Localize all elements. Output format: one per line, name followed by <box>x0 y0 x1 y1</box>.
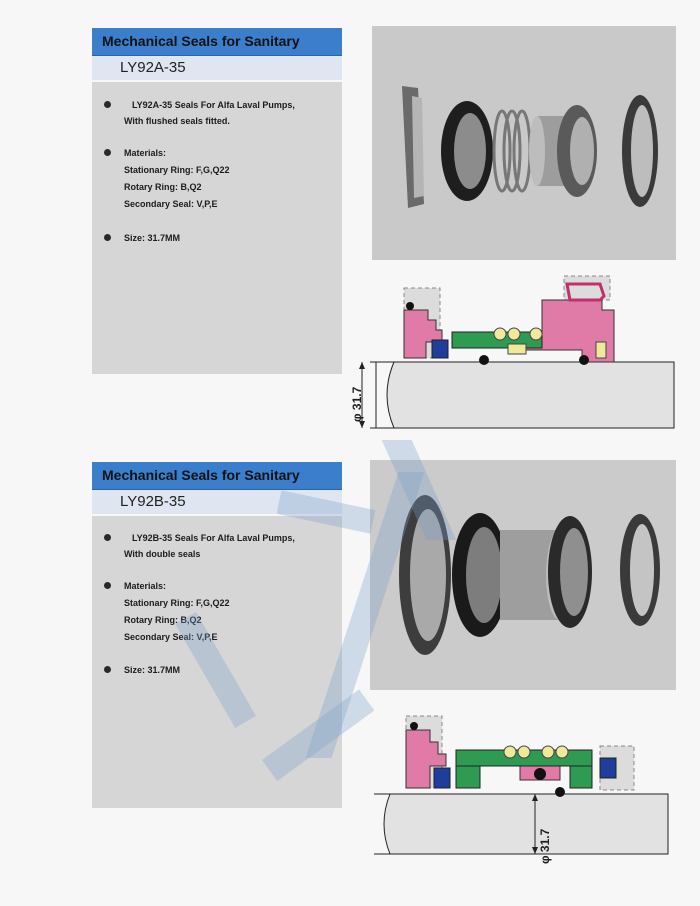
bullet-icon <box>104 234 111 241</box>
bullet-icon <box>104 666 111 673</box>
section-a-rotary: Rotary Ring: B,Q2 <box>124 182 202 192</box>
seal-cross-section-a <box>352 270 680 442</box>
bullet-icon <box>104 534 111 541</box>
section-a-panel: LY92A-35 Seals For Alfa Laval Pumps, Wit… <box>92 82 342 374</box>
section-a-diagram: φ 31.7 <box>350 270 680 442</box>
section-a-dimension: φ 31.7 <box>350 386 364 422</box>
section-b-desc-2: With double seals <box>124 549 201 559</box>
seal-parts-photo-b <box>370 460 676 690</box>
bullet-icon <box>104 582 111 589</box>
bullet-icon <box>104 149 111 156</box>
section-a-size: Size: 31.7MM <box>104 230 180 247</box>
bullet-icon <box>104 101 111 108</box>
section-a-model: LY92A-35 <box>92 56 342 80</box>
section-b-size: Size: 31.7MM <box>104 662 180 679</box>
section-b-dimension: φ 31.7 <box>538 828 552 864</box>
section-b-rotary: Rotary Ring: B,Q2 <box>124 615 202 625</box>
section-b-model: LY92B-35 <box>92 490 342 514</box>
section-b-panel: LY92B-35 Seals For Alfa Laval Pumps, Wit… <box>92 516 342 808</box>
seal-parts-photo-a <box>372 26 676 260</box>
section-a-desc-2: With flushed seals fitted. <box>124 116 230 126</box>
section-a-stationary: Stationary Ring: F,G,Q22 <box>124 165 230 175</box>
section-b-photo <box>370 460 676 690</box>
section-a-header: Mechanical Seals for Sanitary Pumps <box>92 28 342 75</box>
section-b-diagram: φ 31.7 <box>360 706 680 886</box>
section-b-secondary: Secondary Seal: V,P,E <box>124 632 218 642</box>
section-a-secondary: Secondary Seal: V,P,E <box>124 199 218 209</box>
seal-cross-section-b <box>360 706 680 886</box>
section-b-stationary: Stationary Ring: F,G,Q22 <box>124 598 230 608</box>
section-b-header: Mechanical Seals for Sanitary Pumps <box>92 462 342 509</box>
section-b-desc: LY92B-35 Seals For Alfa Laval Pumps, <box>104 530 295 547</box>
section-a-materials-label: Materials: <box>104 145 166 162</box>
section-a-photo <box>372 26 676 260</box>
section-a-desc: LY92A-35 Seals For Alfa Laval Pumps, <box>104 97 295 114</box>
section-b-materials-label: Materials: <box>104 578 166 595</box>
